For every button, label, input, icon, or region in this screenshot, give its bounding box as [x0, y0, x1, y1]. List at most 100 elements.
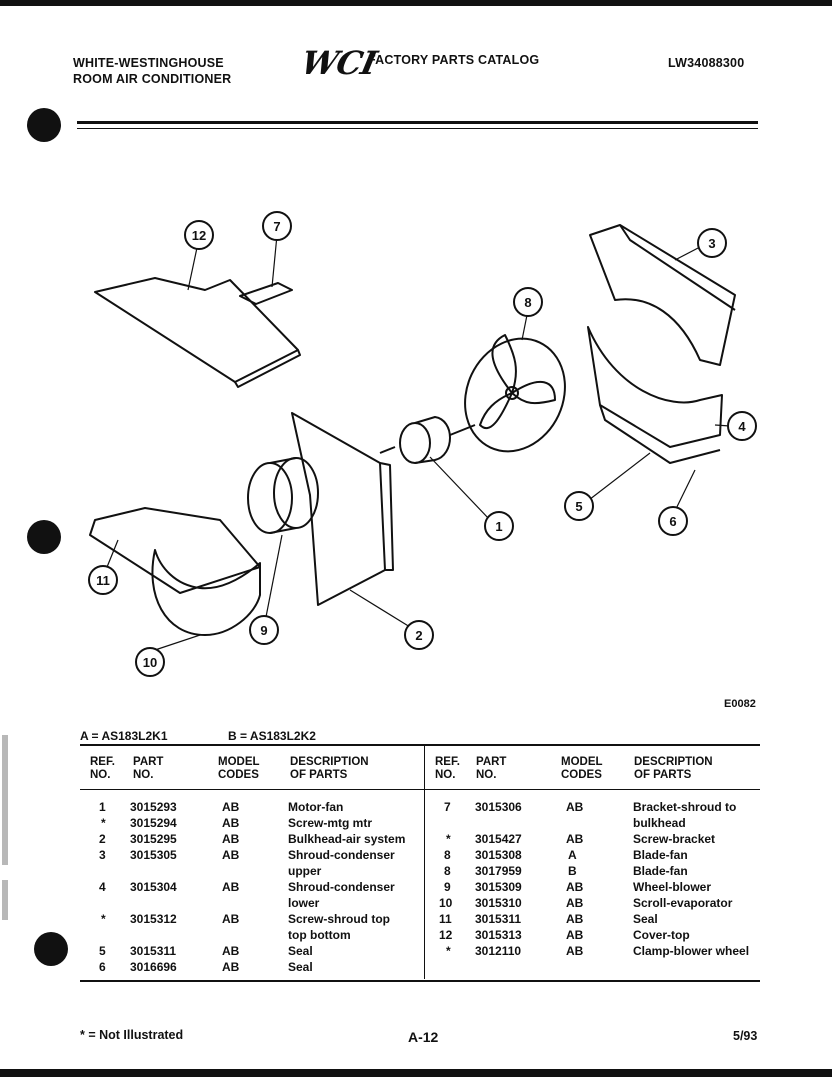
- table-row-ref: 12: [439, 928, 453, 942]
- callout-12-marker: [184, 220, 214, 250]
- margin-mark: [2, 735, 8, 865]
- bottom-border: [0, 1069, 832, 1077]
- table-row-desc: Screw-bracket: [633, 832, 716, 846]
- callout-7-label: 7: [273, 219, 280, 234]
- table-row-ref: *: [446, 832, 451, 846]
- table-row-model: AB: [566, 832, 584, 846]
- table-row-model: AB: [222, 832, 240, 846]
- table-row-desc: Seal: [288, 944, 313, 958]
- callout-6-marker: [658, 506, 688, 536]
- table-row-desc: Seal: [633, 912, 658, 926]
- model-key-a: A = AS183L2K1: [80, 729, 168, 743]
- exploded-parts-diagram: 12 7 8 3 4 5 6 1 2 9 10 11: [88, 211, 757, 677]
- callout-5-marker: [564, 491, 594, 521]
- callout-11-marker: [88, 565, 118, 595]
- top-border: [0, 0, 832, 6]
- table-row-model: B: [568, 864, 577, 878]
- table-row-ref: 1: [99, 800, 106, 814]
- binder-hole-bottom: [34, 932, 68, 966]
- table-row-model: A: [568, 848, 577, 862]
- model-key-b: B = AS183L2K2: [228, 729, 316, 743]
- table-row-model: AB: [222, 816, 240, 830]
- callout-7-marker: [262, 211, 292, 241]
- callout-4-label: 4: [738, 419, 746, 434]
- table-row-part: 3015304: [130, 880, 177, 894]
- table-row-model: AB: [566, 800, 584, 814]
- brand-line-1: WHITE-WESTINGHOUSE: [73, 56, 224, 70]
- header-rule-thick: [77, 121, 758, 124]
- table-row-part: 3015309: [475, 880, 522, 894]
- table-row-ref: 8: [444, 864, 451, 878]
- table-row-desc: Wheel-blower: [633, 880, 712, 894]
- motor-part: [399, 422, 431, 464]
- table-row-desc: Blade-fan: [633, 864, 688, 878]
- table-row-ref: 11: [439, 912, 452, 926]
- table-row-model: AB: [566, 928, 584, 942]
- binder-hole-top: [27, 108, 61, 142]
- binder-hole-middle: [27, 520, 61, 554]
- table-row-ref: 5: [99, 944, 106, 958]
- table-row-desc: Motor-fan: [288, 800, 344, 814]
- callout-6-label: 6: [669, 514, 676, 529]
- table-row-desc: Blade-fan: [633, 848, 688, 862]
- table-row-part: 3015294: [130, 816, 177, 830]
- callout-9-marker: [249, 615, 279, 645]
- table-row-part: 3015295: [130, 832, 177, 846]
- not-illustrated-note: * = Not Illustrated: [80, 1028, 184, 1042]
- table-row-desc: Cover-top: [633, 928, 690, 942]
- table-row-part: 3015311: [130, 944, 177, 958]
- upper-shroud-part: [589, 224, 736, 366]
- table-bottom-rule: [80, 980, 760, 982]
- bulkhead-part: [291, 412, 386, 606]
- table-top-rule: [80, 744, 760, 746]
- table-row-part: 3015293: [130, 800, 177, 814]
- callout-11-label: 11: [96, 573, 110, 588]
- table-row-part: 3015305: [130, 848, 177, 862]
- bracket-part: [239, 282, 293, 305]
- callout-10-marker: [135, 647, 165, 677]
- callout-3-marker: [697, 228, 727, 258]
- table-row-ref: *: [101, 816, 106, 830]
- table-row-part: 3015308: [475, 848, 522, 862]
- callout-3-label: 3: [708, 236, 715, 251]
- header-ref-no: REF.NO.: [435, 756, 460, 781]
- header-rule-thin: [77, 128, 758, 129]
- callout-4-marker: [727, 411, 757, 441]
- table-row-ref: 8: [444, 848, 451, 862]
- table-row-model: AB: [566, 896, 584, 910]
- table-row-part: 3017959: [475, 864, 522, 878]
- catalog-number: LW34088300: [668, 56, 745, 70]
- table-row-desc: bulkhead: [633, 816, 686, 830]
- table-row-model: AB: [566, 880, 584, 894]
- catalog-title: FACTORY PARTS CATALOG: [368, 53, 540, 67]
- callout-1-label: 1: [495, 519, 502, 534]
- callout-10-label: 10: [143, 655, 157, 670]
- table-row-desc: lower: [288, 896, 320, 910]
- callout-9-label: 9: [260, 623, 267, 638]
- table-row-desc: Scroll-evaporator: [633, 896, 733, 910]
- table-row-desc: Bulkhead-air system: [288, 832, 406, 846]
- callout-1-marker: [484, 511, 514, 541]
- lower-shroud-part: [587, 326, 723, 448]
- catalog-date: 5/93: [733, 1029, 758, 1043]
- table-row-model: AB: [222, 912, 240, 926]
- header-ref-no: REF.NO.: [90, 756, 115, 781]
- table-row-ref: 10: [439, 896, 453, 910]
- table-row-part: 3015310: [475, 896, 522, 910]
- callout-2-label: 2: [415, 628, 422, 643]
- table-column-divider: [424, 746, 425, 979]
- table-row-part: 3015313: [475, 928, 522, 942]
- table-row-part: 3012110: [475, 944, 522, 958]
- callout-8-label: 8: [524, 295, 531, 310]
- table-row-ref: 7: [444, 800, 451, 814]
- table-row-desc: Bracket-shroud to: [633, 800, 737, 814]
- table-row-ref: 9: [444, 880, 451, 894]
- table-row-ref: 3: [99, 848, 106, 862]
- callout-2-marker: [404, 620, 434, 650]
- page-number: A-12: [408, 1029, 439, 1045]
- table-header-rule: [80, 789, 760, 790]
- callout-12-label: 12: [192, 228, 206, 243]
- fan-blade-part: [464, 337, 566, 453]
